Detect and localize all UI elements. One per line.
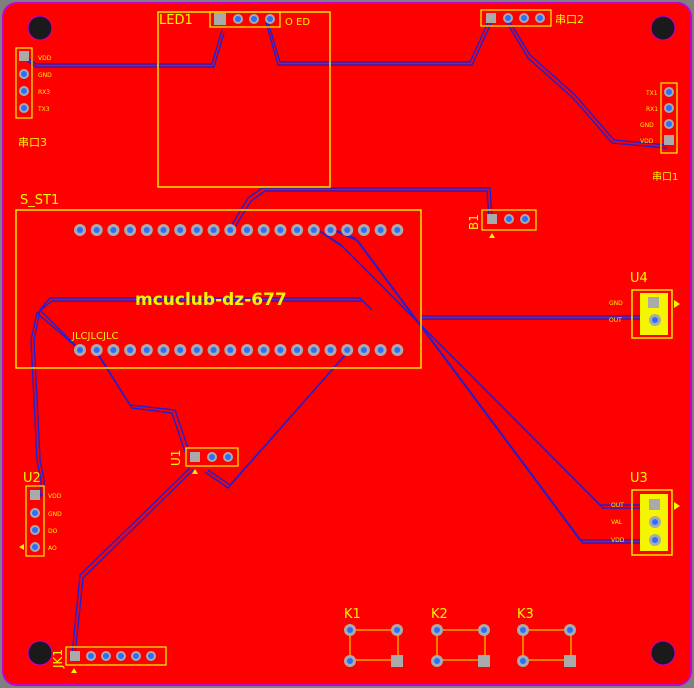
u4-pin-gnd: GND bbox=[609, 300, 623, 307]
key-k2: K2 bbox=[431, 607, 490, 667]
u1-header: U1 bbox=[169, 447, 239, 474]
mcu-pin-hole bbox=[360, 227, 367, 233]
mcu-pin-hole bbox=[277, 347, 284, 353]
u1-designator: U1 bbox=[169, 450, 183, 466]
mcu-pin-hole bbox=[193, 347, 200, 353]
jk1-header: JK1 bbox=[51, 646, 167, 673]
uart1-header: TX1 RX1 GND VDD 串口1 bbox=[640, 82, 678, 183]
s-st1-module: S_ST1 mcuclub-dz-677 JLCJLCJLC bbox=[15, 193, 422, 369]
u4-pin-out: OUT bbox=[609, 317, 622, 324]
u3-pin-out: OUT bbox=[611, 502, 624, 509]
mcu-pin-hole bbox=[310, 347, 317, 353]
mcu-pin-hole bbox=[93, 347, 100, 353]
u3-pin-val: VAL bbox=[611, 519, 623, 526]
mcu-pin-hole bbox=[177, 227, 184, 233]
mcu-pin-hole bbox=[110, 347, 117, 353]
mcu-pin-hole bbox=[143, 347, 150, 353]
u4-designator: U4 bbox=[630, 271, 648, 286]
mcu-pin-hole bbox=[77, 227, 83, 233]
mcu-pin-hole bbox=[344, 347, 351, 353]
mcu-pin-hole bbox=[260, 227, 267, 233]
b1-designator: B1 bbox=[467, 214, 481, 230]
k3-designator: K3 bbox=[517, 607, 534, 622]
led1-footprint: LED1 O ED bbox=[157, 11, 331, 188]
mcu-pin-hole bbox=[210, 347, 217, 353]
u2-pin-do: DO bbox=[48, 528, 58, 535]
u4-sensor: U4 GND OUT bbox=[609, 271, 680, 339]
uart2-header: 串口2 bbox=[480, 9, 584, 27]
mcu-pin-hole bbox=[227, 227, 234, 233]
mcu-pin-hole bbox=[160, 347, 167, 353]
uart2-designator: 串口2 bbox=[555, 13, 584, 26]
led1-side-label: O ED bbox=[285, 17, 310, 28]
led1-designator: LED1 bbox=[159, 13, 193, 28]
mcu-pin-hole bbox=[227, 347, 234, 353]
mcu-pin-hole bbox=[127, 227, 134, 233]
mcu-lower-label: JLCJLCJLC bbox=[71, 331, 119, 342]
k2-designator: K2 bbox=[431, 607, 448, 622]
uart3-pin-vdd: VDD bbox=[38, 55, 52, 62]
mcu-pin-hole bbox=[377, 347, 384, 353]
mcu-pin-hole bbox=[244, 227, 250, 233]
mcu-pin-hole bbox=[277, 227, 284, 233]
u2-header: U2 VDD GND DO AO bbox=[19, 471, 62, 557]
uart3-pin-tx: TX3 bbox=[37, 106, 50, 113]
mcu-pin-hole bbox=[344, 227, 351, 233]
mcu-pin-hole bbox=[177, 347, 184, 353]
k1-designator: K1 bbox=[344, 607, 361, 622]
mcu-pin-hole bbox=[193, 227, 200, 233]
mcu-pin-hole bbox=[210, 227, 217, 233]
u2-pin-vdd: VDD bbox=[48, 493, 62, 500]
mcu-pin-hole bbox=[93, 227, 100, 233]
u2-pin-ao: AO bbox=[48, 545, 57, 552]
mcu-pin-hole bbox=[394, 347, 401, 353]
u3-pin-vdd: VDD bbox=[611, 537, 625, 544]
uart1-pin-tx: TX1 bbox=[645, 90, 658, 97]
mcu-pin-hole bbox=[327, 347, 334, 353]
mounting-holes bbox=[27, 15, 676, 666]
key-k1: K1 bbox=[344, 607, 403, 667]
mcu-pin-hole bbox=[260, 347, 267, 353]
uart3-header: VDD GND RX3 TX3 串口3 bbox=[15, 47, 52, 149]
mcu-top-pin-row bbox=[74, 224, 404, 236]
uart1-pin-gnd: GND bbox=[640, 122, 654, 129]
jk1-designator: JK1 bbox=[51, 649, 65, 669]
key-k3: K3 bbox=[517, 607, 576, 667]
mcu-pin-hole bbox=[160, 227, 167, 233]
mcu-pin-hole bbox=[377, 227, 384, 233]
uart3-designator: 串口3 bbox=[18, 136, 47, 149]
mcu-pin-hole bbox=[394, 227, 401, 233]
uart3-pin-gnd: GND bbox=[38, 72, 52, 79]
mcu-pin-hole bbox=[110, 227, 117, 233]
mcu-bottom-pin-row bbox=[74, 344, 404, 356]
mcu-pin-hole bbox=[327, 227, 334, 233]
uart1-designator: 串口1 bbox=[652, 171, 678, 183]
uart3-pin-rx: RX3 bbox=[38, 89, 50, 96]
mcu-pin-hole bbox=[294, 227, 301, 233]
b1-header: B1 bbox=[467, 209, 537, 238]
uart1-pin-rx: RX1 bbox=[646, 106, 658, 113]
mcu-pin-hole bbox=[244, 347, 250, 353]
u3-designator: U3 bbox=[630, 471, 648, 486]
mcu-pin-hole bbox=[294, 347, 301, 353]
s-st1-designator: S_ST1 bbox=[20, 193, 59, 208]
mcu-pin-hole bbox=[143, 227, 150, 233]
traces bbox=[25, 17, 668, 656]
mcu-pin-hole bbox=[310, 227, 317, 233]
mcu-pin-hole bbox=[360, 347, 367, 353]
u2-designator: U2 bbox=[23, 471, 41, 486]
u2-pin-gnd: GND bbox=[48, 511, 62, 518]
u3-sensor: U3 OUT VAL VDD bbox=[611, 471, 680, 556]
uart1-pin-vdd: VDD bbox=[640, 138, 654, 145]
mcu-pin-hole bbox=[127, 347, 134, 353]
mcu-pin-hole bbox=[77, 347, 83, 353]
brand-text: mcuclub-dz-677 bbox=[135, 290, 287, 310]
